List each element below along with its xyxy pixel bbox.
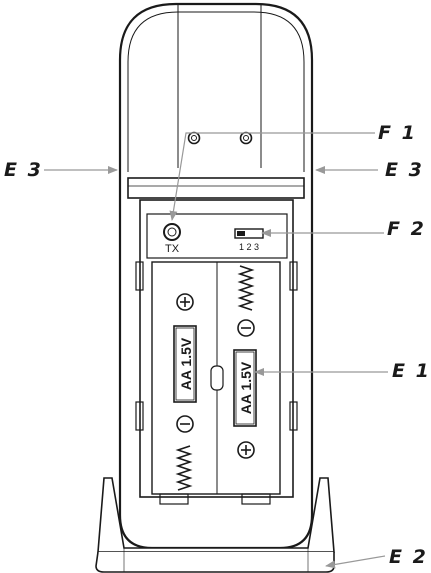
spring-right-top (237, 265, 255, 311)
battery-right-label: AA 1.5V (238, 361, 254, 414)
leader-e2 (325, 555, 386, 569)
channel-switch[interactable] (234, 228, 264, 239)
callout-f2: F 2 (387, 218, 426, 240)
leader-f1 (169, 132, 375, 221)
battery-left-label: AA 1.5V (178, 337, 194, 390)
switch-position-labels: 1 2 3 (239, 242, 259, 252)
battery-right (233, 319, 257, 459)
battery-left (173, 293, 197, 433)
compartment-ledge (127, 177, 305, 199)
battery-compartment (135, 199, 298, 505)
leader-lines (44, 132, 388, 569)
callout-e2: E 2 (389, 546, 428, 568)
callout-f1: F 1 (378, 122, 417, 144)
callout-e1: E 1 (392, 360, 431, 382)
callout-e3-left: E 3 (4, 159, 43, 181)
spring-left-bottom (175, 445, 193, 491)
callout-e3-right: E 3 (385, 159, 424, 181)
tx-label: TX (165, 243, 180, 255)
tx-button[interactable] (163, 223, 181, 241)
